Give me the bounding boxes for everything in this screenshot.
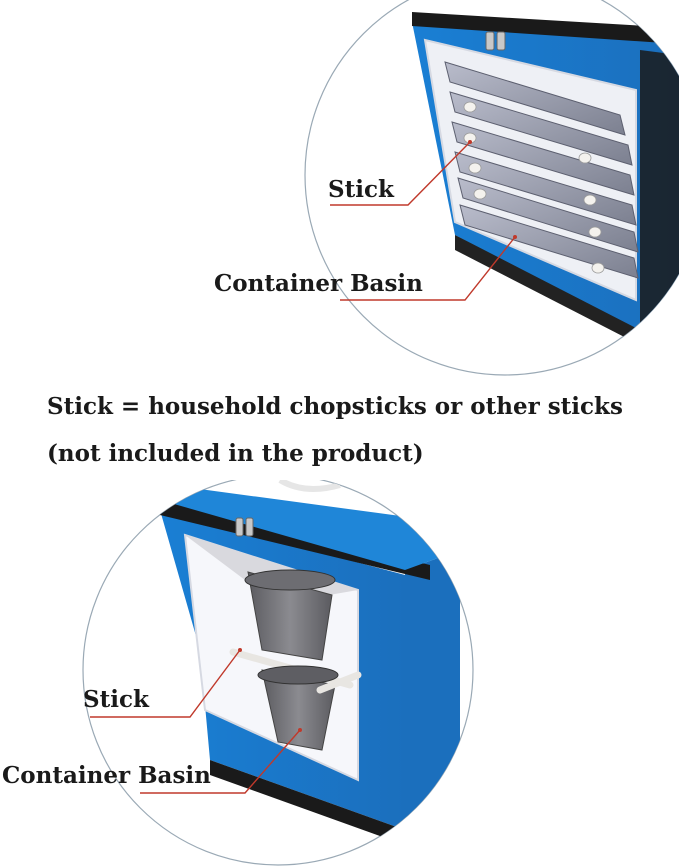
bottom-illustration: Stick Container Basin: [0, 480, 679, 866]
stick-label-bottom: Stick: [83, 686, 149, 713]
bottom-illustration-graphic: [0, 480, 679, 866]
caption-line-2: (not included in the product): [47, 440, 424, 467]
basin-label-bottom: Container Basin: [2, 762, 211, 789]
basin-label-top: Container Basin: [214, 270, 423, 297]
stick-label-top: Stick: [328, 176, 394, 203]
caption-line-1: Stick = household chopsticks or other st…: [47, 393, 623, 420]
top-illustration: Stick Container Basin: [0, 0, 679, 380]
